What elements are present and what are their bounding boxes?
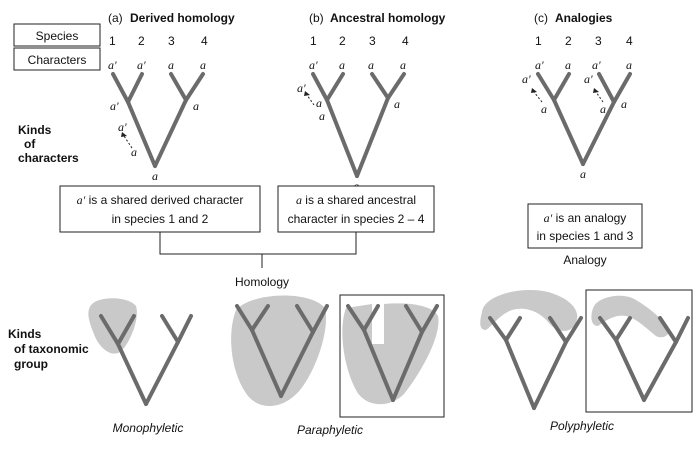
svg-text:a': a' [297, 81, 306, 95]
species-numbers-b: 1 2 3 4 [310, 34, 409, 48]
svg-text:a': a' [309, 58, 318, 72]
species-label: Species [36, 29, 79, 43]
svg-text:2: 2 [138, 34, 145, 48]
tree-c-characters: a' a a' a a' a' a a a a [522, 58, 632, 181]
svg-text:a': a' [592, 58, 601, 72]
svg-text:4: 4 [201, 34, 208, 48]
svg-text:Derived homology: Derived homology [130, 11, 235, 25]
box-c-line2: in species 1 and 3 [537, 229, 634, 243]
svg-text:characters: characters [18, 151, 79, 165]
svg-text:(c): (c) [534, 11, 548, 25]
svg-text:a: a [394, 97, 400, 111]
svg-text:Ancestral homology: Ancestral homology [330, 11, 446, 25]
svg-text:a': a' [522, 72, 531, 86]
svg-text:3: 3 [595, 34, 602, 48]
svg-text:group: group [14, 357, 48, 371]
tree-b [311, 72, 406, 178]
svg-text:a: a [152, 169, 158, 183]
tree-b-arrow [304, 91, 315, 106]
paraphyletic-tree-1 [231, 295, 329, 407]
paraphyletic-label: Paraphyletic [297, 423, 363, 437]
svg-text:a: a [621, 97, 627, 111]
species-numbers-c: 1 2 3 4 [535, 34, 633, 48]
panel-b-title: (b) Ancestral homology [309, 11, 446, 25]
svg-text:a: a [316, 96, 322, 110]
polyphyletic-label: Polyphyletic [550, 419, 614, 433]
panel-a-title: (a) Derived homology [108, 11, 235, 25]
svg-text:a: a [168, 58, 174, 72]
svg-text:a: a [200, 58, 206, 72]
svg-text:a: a [580, 167, 586, 181]
tree-a-characters: a' a' a a a' a a' a a [108, 58, 206, 183]
svg-text:Kinds: Kinds [18, 123, 52, 137]
svg-text:(b): (b) [309, 11, 324, 25]
box-a-line1: a' is a shared derived character [77, 193, 244, 207]
svg-text:a: a [626, 58, 632, 72]
svg-text:2: 2 [339, 34, 346, 48]
svg-text:a: a [541, 102, 547, 116]
svg-text:3: 3 [369, 34, 376, 48]
svg-text:a': a' [584, 72, 593, 86]
svg-text:Analogies: Analogies [555, 11, 613, 25]
svg-text:a': a' [535, 58, 544, 72]
svg-text:a: a [319, 109, 325, 123]
svg-text:Kinds: Kinds [8, 327, 42, 341]
svg-text:a: a [193, 99, 199, 113]
characters-label: Characters [28, 53, 87, 67]
svg-text:3: 3 [168, 34, 175, 48]
monophyletic-label: Monophyletic [113, 421, 184, 435]
svg-text:a': a' [110, 99, 119, 113]
kinds-of-taxonomic-group-label: Kinds of taxonomic group [8, 327, 89, 371]
analogy-label: Analogy [563, 253, 606, 267]
homology-connector [159, 232, 357, 255]
box-a-line2: in species 1 and 2 [112, 212, 209, 226]
tree-c [536, 72, 632, 166]
characters-box [13, 47, 101, 71]
svg-text:1: 1 [310, 34, 317, 48]
svg-text:a: a [131, 145, 137, 159]
svg-text:a: a [565, 58, 571, 72]
paraphyletic-tree-2 [342, 303, 439, 405]
polyphyletic-tree-2 [591, 295, 690, 402]
svg-text:(a): (a) [108, 11, 123, 25]
monophyletic-shading [88, 298, 137, 354]
svg-text:of taxonomic: of taxonomic [14, 342, 89, 356]
svg-text:a': a' [108, 58, 117, 72]
monophyletic-tree [88, 298, 193, 406]
box-b-line2: character in species 2 – 4 [288, 212, 425, 226]
svg-text:1: 1 [535, 34, 542, 48]
svg-text:1: 1 [109, 34, 116, 48]
kinds-of-characters-label: Kinds of characters [18, 123, 79, 165]
svg-text:a': a' [137, 58, 146, 72]
polyphyletic-tree-1 [480, 290, 583, 410]
panel-c-title: (c) Analogies [534, 11, 613, 25]
box-b-line1: a is a shared ancestral [296, 193, 416, 207]
svg-text:4: 4 [626, 34, 633, 48]
box-c [527, 203, 643, 249]
homology-label: Homology [235, 275, 289, 289]
box-c-line1: a' is an analogy [544, 211, 627, 225]
tree-c-arrows [531, 88, 604, 103]
svg-text:a: a [600, 102, 606, 116]
species-box [13, 23, 101, 47]
tree-a [111, 72, 205, 168]
svg-text:2: 2 [565, 34, 572, 48]
svg-text:a: a [368, 58, 374, 72]
svg-text:4: 4 [402, 34, 409, 48]
species-numbers-a: 1 2 3 4 [109, 34, 208, 48]
svg-text:a': a' [118, 120, 127, 134]
tree-a-arrow [121, 132, 133, 149]
svg-text:a: a [339, 58, 345, 72]
svg-text:a: a [400, 58, 406, 72]
svg-text:of: of [24, 137, 36, 151]
